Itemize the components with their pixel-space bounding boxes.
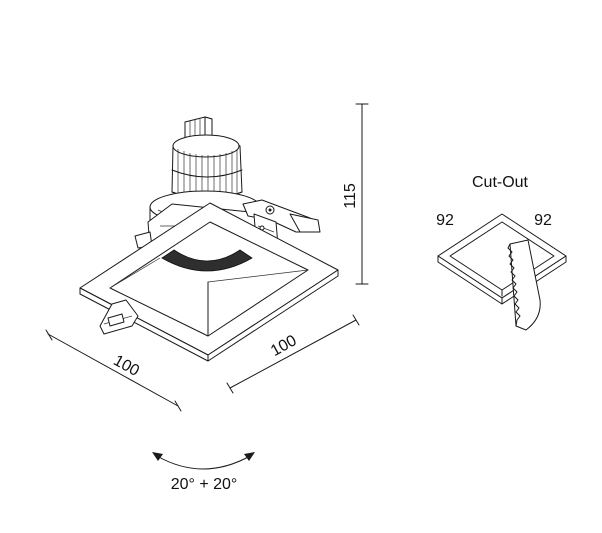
tilt-label: 20° + 20° [171, 476, 238, 493]
saw-icon [507, 239, 541, 331]
cutout-left-label: 92 [436, 212, 454, 229]
cutout-title: Cut-Out [472, 174, 529, 191]
downlight-illustration [79, 116, 339, 362]
heatsink [171, 134, 243, 200]
cutout-right-label: 92 [534, 212, 552, 229]
spring-clip-right [242, 199, 321, 247]
dimension-height: 115 [342, 103, 369, 285]
dimension-width-right-label: 100 [268, 332, 300, 360]
dimension-width-left-label: 100 [110, 352, 142, 380]
dimension-height-label: 115 [342, 183, 359, 209]
tilt-indicator: 20° + 20° [152, 452, 255, 493]
spring-clip-bottom [99, 299, 139, 335]
cutout-illustration: Cut-Out 92 92 [436, 174, 567, 331]
dimension-width-left: 100 [45, 329, 182, 412]
